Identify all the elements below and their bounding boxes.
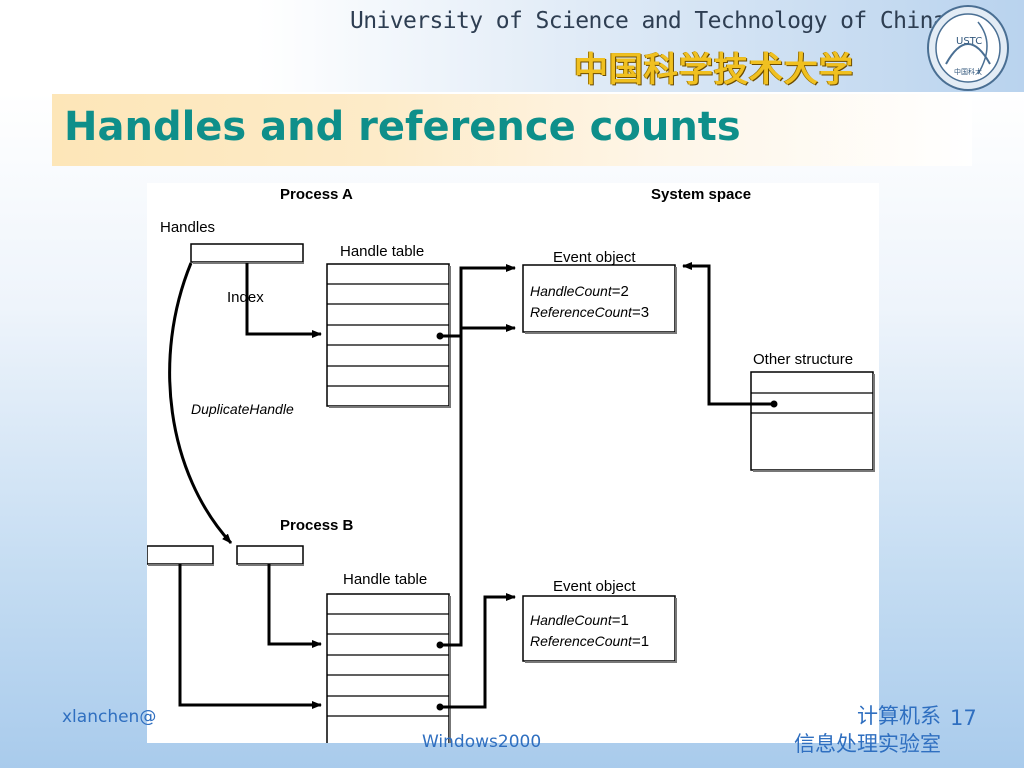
handle-table-a-label: Handle table — [340, 243, 424, 260]
ustc-logo: USTC 中国科大 — [926, 4, 1010, 92]
footer-dept-line1: 计算机系 — [857, 704, 941, 728]
process-b-handle-box-1 — [147, 545, 214, 565]
process-b-handle-box-2 — [236, 545, 304, 565]
event-object-1-referencecount: ReferenceCount=3 — [530, 304, 649, 321]
event-object-2-handlecount: HandleCount=1 — [530, 612, 629, 629]
university-name-zh: 中国科学技术大学 — [574, 50, 854, 90]
event-object-1-title: Event object — [553, 249, 636, 266]
logo-text: USTC — [956, 36, 982, 47]
handle-table-b — [326, 593, 451, 743]
duplicate-handle-label: DuplicateHandle — [191, 401, 294, 417]
handle-table-a — [326, 263, 451, 408]
process-b-label: Process B — [280, 517, 354, 534]
other-structure-label: Other structure — [753, 351, 853, 368]
event-object-2-title: Event object — [553, 578, 636, 595]
slide-title: Handles and reference counts — [64, 104, 741, 150]
event-object-1-handlecount: HandleCount=2 — [530, 283, 629, 300]
footer-author: xlanchen@ — [62, 707, 157, 727]
page-number: 17 — [950, 706, 977, 730]
system-space-label: System space — [651, 186, 751, 203]
header-band — [0, 0, 1024, 92]
title-bar: Handles and reference counts — [52, 94, 972, 166]
university-name-en: University of Science and Technology of … — [350, 8, 947, 34]
handle-diagram: Process A System space Handles Handle ta… — [147, 183, 879, 743]
handles-label: Handles — [160, 219, 215, 236]
logo-zh-text: 中国科大 — [954, 67, 982, 76]
event-object-2-referencecount: ReferenceCount=1 — [530, 633, 649, 650]
process-a-handle-box — [190, 243, 304, 263]
other-structure — [750, 371, 875, 472]
event-object-1: HandleCount=2 ReferenceCount=3 — [522, 264, 677, 334]
footer-course: Windows2000 — [422, 732, 542, 752]
process-a-label: Process A — [280, 186, 353, 203]
event-object-2: HandleCount=1 ReferenceCount=1 — [522, 595, 677, 663]
footer-dept-line2: 信息处理实验室 — [794, 732, 941, 756]
footer-department: 计算机系 信息处理实验室 — [757, 702, 941, 758]
handle-table-b-label: Handle table — [343, 571, 427, 588]
